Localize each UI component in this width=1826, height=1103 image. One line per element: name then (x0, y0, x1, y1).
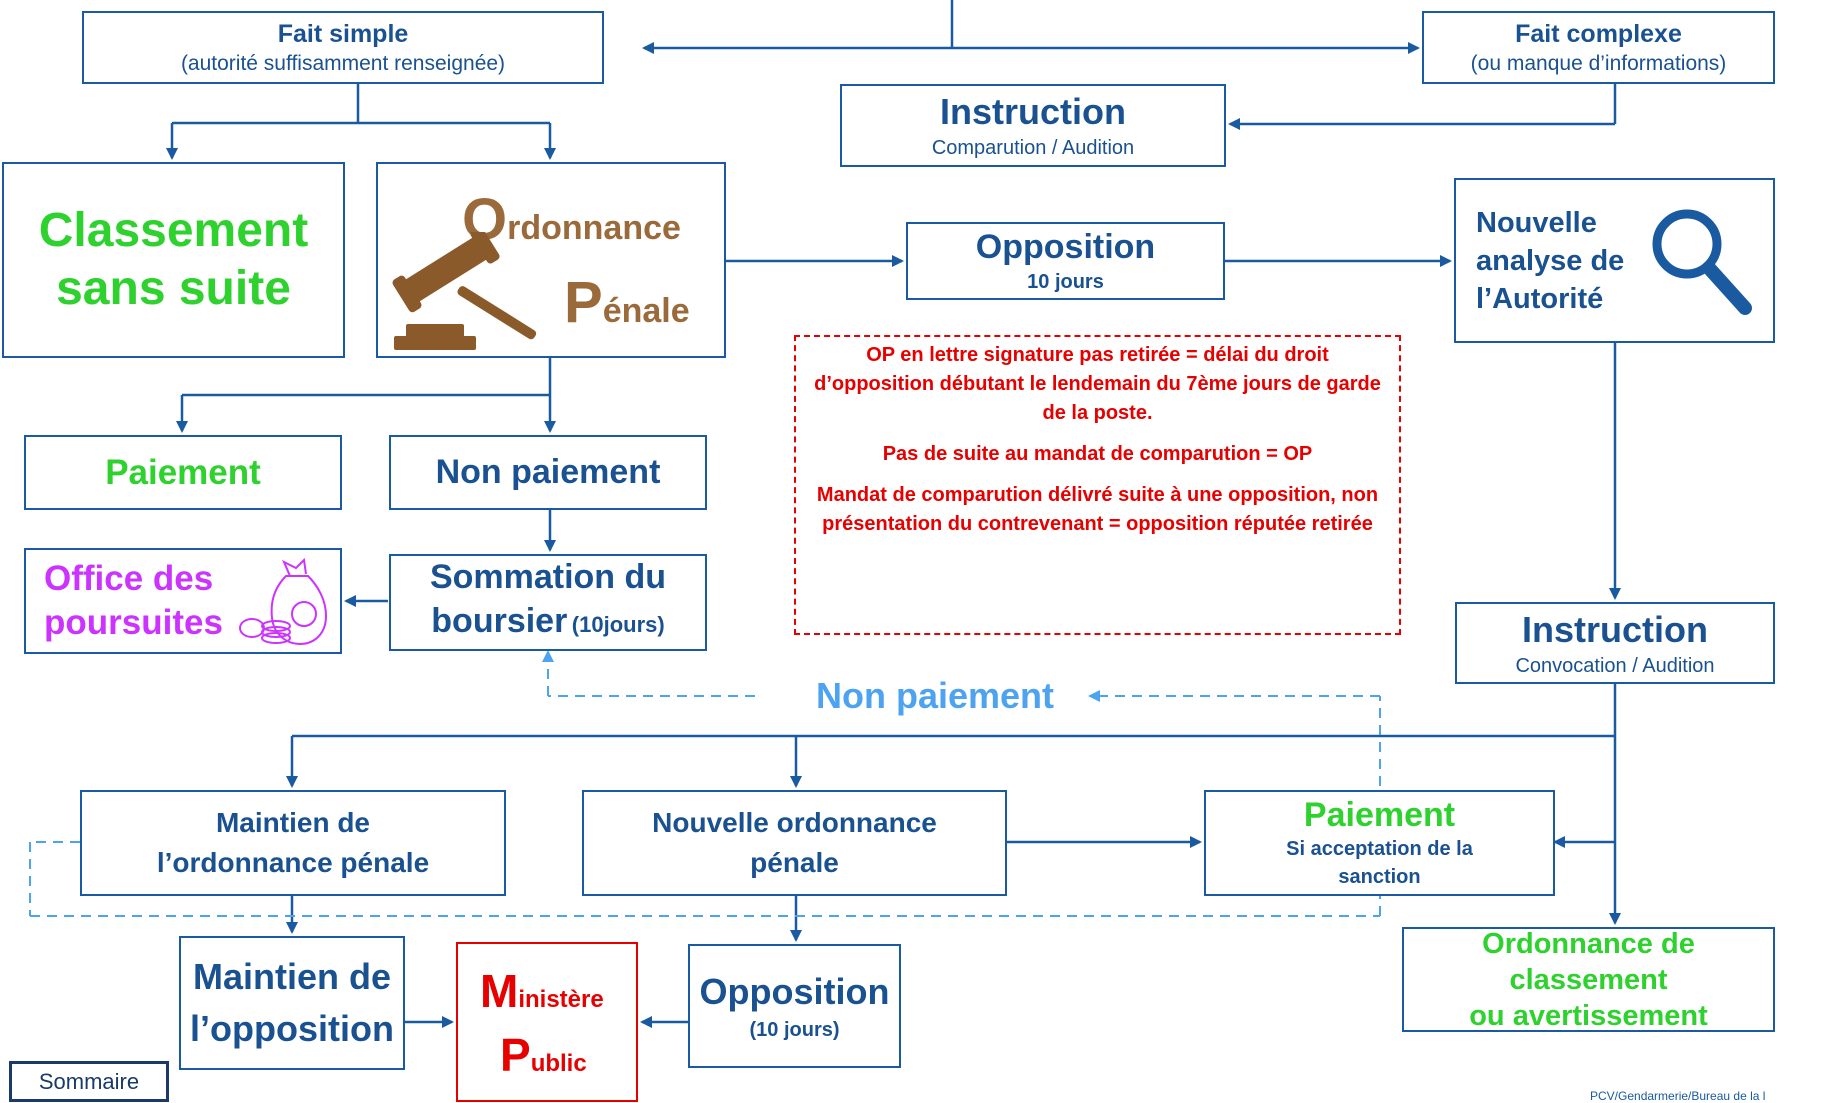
non-paiement-dashed-label: Non paiement (815, 675, 1055, 716)
classement-line1: Classement (38, 204, 309, 257)
public-line: Public (500, 1028, 587, 1082)
ordonnance-classement-line3: ou avertissement (1469, 999, 1708, 1032)
non-paiement-title: Non paiement (435, 453, 661, 491)
fait-complexe-box: Fait complexe (ou manque d’informations) (1422, 11, 1775, 84)
ordonnance-classement-line1: Ordonnance de (1482, 927, 1695, 960)
maintien-opposition-line2: l’opposition (190, 1008, 394, 1049)
paiement-left-title: Paiement (105, 452, 261, 492)
nouvelle-analyse-line3: l’Autorité (1476, 282, 1604, 315)
instruction-right-subtitle: Convocation / Audition (1515, 654, 1715, 677)
public-p-letter: P (500, 1029, 531, 1081)
paiement-right-title: Paiement (1303, 796, 1456, 834)
penale-p-rest: énale (602, 292, 690, 330)
opposition-top-title: Opposition (975, 228, 1156, 266)
paiement-right-subtitle1: Si acceptation de la (1286, 838, 1473, 860)
classement-box: Classement sans suite (2, 162, 345, 358)
ordonnance-classement-line2: classement (1509, 963, 1668, 996)
ordonnance-classement-box: Ordonnance de classement ou avertissemen… (1402, 927, 1775, 1032)
paiement-left-box: Paiement (24, 435, 342, 510)
public-p-rest: ublic (530, 1050, 587, 1077)
nouvelle-ordonnance-box: Nouvelle ordonnance pénale (582, 790, 1007, 896)
fait-simple-subtitle: (autorité suffisamment renseignée) (180, 51, 506, 75)
money-bag-icon (239, 557, 328, 646)
ordonnance-penale-box: Ordonnance Pénale (376, 162, 726, 358)
instruction-right-title: Instruction (1522, 608, 1708, 650)
opposition-top-subtitle: 10 jours (1027, 271, 1104, 293)
sommation-box: Sommation du boursier (10jours) (389, 554, 707, 651)
sommaire-button[interactable]: Sommaire (9, 1061, 169, 1102)
office-line2: poursuites (44, 603, 223, 642)
fait-simple-title: Fait simple (277, 19, 409, 48)
instruction-top-title: Instruction (940, 91, 1126, 132)
ministere-line: Ministère (480, 964, 604, 1018)
nouvelle-ordonnance-line1: Nouvelle ordonnance (652, 807, 937, 838)
opposition-bottom-title: Opposition (699, 971, 890, 1012)
ordonnance-o-rest: rdonnance (507, 209, 681, 247)
maintien-ordonnance-line1: Maintien de (215, 807, 370, 838)
footer-credit: PCV/Gendarmerie/Bureau de la l (1590, 1089, 1766, 1103)
nouvelle-analyse-box: Nouvelle analyse de l’Autorité (1454, 178, 1775, 343)
fait-simple-box: Fait simple (autorité suffisamment rense… (82, 11, 604, 84)
ministere-public-box: Ministère Public (456, 942, 638, 1102)
paiement-right-box: Paiement Si acceptation de la sanction (1204, 790, 1555, 896)
nouvelle-analyse-line1: Nouvelle (1476, 206, 1597, 239)
instruction-top-subtitle: Comparution / Audition (931, 137, 1135, 159)
maintien-opposition-box: Maintien de l’opposition (179, 936, 405, 1070)
paiement-right-subtitle2: sanction (1338, 866, 1421, 888)
sommaire-label: Sommaire (38, 1068, 140, 1094)
maintien-ordonnance-box: Maintien de l’ordonnance pénale (80, 790, 506, 896)
opposition-bottom-box: Opposition (10 jours) (688, 944, 901, 1068)
gavel-icon (392, 232, 537, 350)
office-line1: Office des (44, 559, 214, 598)
ministere-m-rest: inistère (518, 986, 604, 1013)
fait-complexe-title: Fait complexe (1515, 19, 1682, 48)
office-poursuites-box: Office des poursuites (24, 548, 342, 654)
sommation-line2-wrap: boursier (10jours) (431, 599, 664, 650)
note-paragraph-3: Mandat de comparution délivré suite à un… (816, 484, 1379, 535)
note-paragraph-2: Pas de suite au mandat de comparution = … (882, 443, 1313, 465)
sommation-line2: boursier (431, 602, 568, 640)
opposition-top-box: Opposition 10 jours (906, 222, 1225, 300)
instruction-right-box: Instruction Convocation / Audition (1455, 602, 1775, 684)
penale-line: Pénale (564, 269, 690, 336)
sommation-suffix: (10jours) (571, 612, 665, 637)
sommation-line1: Sommation du (429, 558, 667, 596)
nouvelle-ordonnance-line2: pénale (750, 847, 839, 878)
penale-p-letter: P (564, 270, 603, 335)
maintien-ordonnance-line2: l’ordonnance pénale (156, 847, 430, 878)
instruction-top-box: Instruction Comparution / Audition (840, 84, 1226, 167)
note-paragraph-1: OP en lettre signature pas retirée = dél… (814, 344, 1381, 424)
classement-line2: sans suite (56, 262, 291, 315)
nouvelle-analyse-line2: analyse de (1476, 244, 1625, 277)
magnifier-icon (1652, 209, 1752, 315)
non-paiement-box: Non paiement (389, 435, 707, 510)
opposition-bottom-subtitle: (10 jours) (749, 1019, 840, 1041)
maintien-opposition-line1: Maintien de (192, 956, 392, 997)
opposition-rules-note: OP en lettre signature pas retirée = dél… (794, 335, 1401, 635)
ministere-m-letter: M (480, 965, 519, 1017)
fait-complexe-subtitle: (ou manque d’informations) (1470, 51, 1727, 75)
